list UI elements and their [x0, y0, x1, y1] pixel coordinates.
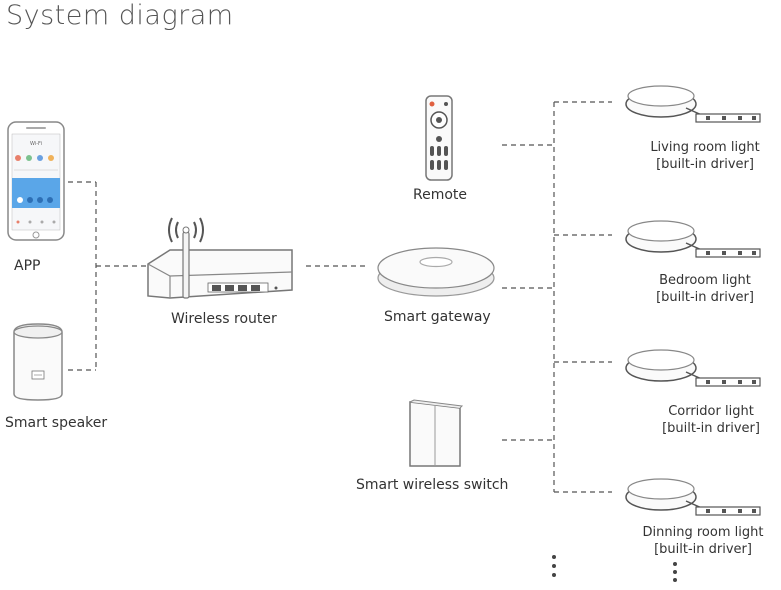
switch-icon: [409, 399, 464, 467]
connector-lines: [68, 101, 612, 493]
light-fixture-icon: [625, 85, 761, 123]
light-label: Bedroom light [built-in driver]: [630, 272, 780, 306]
svg-text:Wi-Fi: Wi-Fi: [30, 141, 42, 147]
light-driver-note: [built-in driver]: [662, 421, 760, 436]
router-label: Wireless router: [171, 311, 277, 327]
light-label: Corridor light [built-in driver]: [636, 403, 781, 437]
light-name: Dinning room light: [642, 525, 764, 540]
remote-label: Remote: [413, 187, 468, 203]
light-fixture-icon: [625, 349, 761, 387]
light-fixture-icon: [625, 478, 761, 516]
page-title: System diagram: [6, 0, 234, 31]
speaker-icon: [13, 323, 63, 401]
light-name: Living room light: [650, 140, 760, 155]
gateway-label: Smart gateway: [384, 309, 491, 325]
phone-icon: Wi-Fi: [7, 121, 65, 241]
light-fixture-icon: [625, 220, 761, 258]
gateway-icon: [377, 247, 495, 297]
ellipsis-icon: [552, 555, 677, 582]
light-driver-note: [built-in driver]: [654, 542, 752, 557]
remote-icon: [425, 95, 453, 181]
light-driver-note: [built-in driver]: [656, 290, 754, 305]
light-driver-note: [built-in driver]: [656, 157, 754, 172]
router-icon: [147, 217, 293, 299]
light-label: Dinning room light [built-in driver]: [628, 524, 778, 558]
app-label: APP: [14, 258, 41, 274]
speaker-label: Smart speaker: [5, 415, 108, 431]
light-name: Bedroom light: [659, 273, 751, 288]
light-name: Corridor light: [668, 404, 754, 419]
switch-label: Smart wireless switch: [356, 477, 509, 493]
light-label: Living room light [built-in driver]: [630, 139, 780, 173]
